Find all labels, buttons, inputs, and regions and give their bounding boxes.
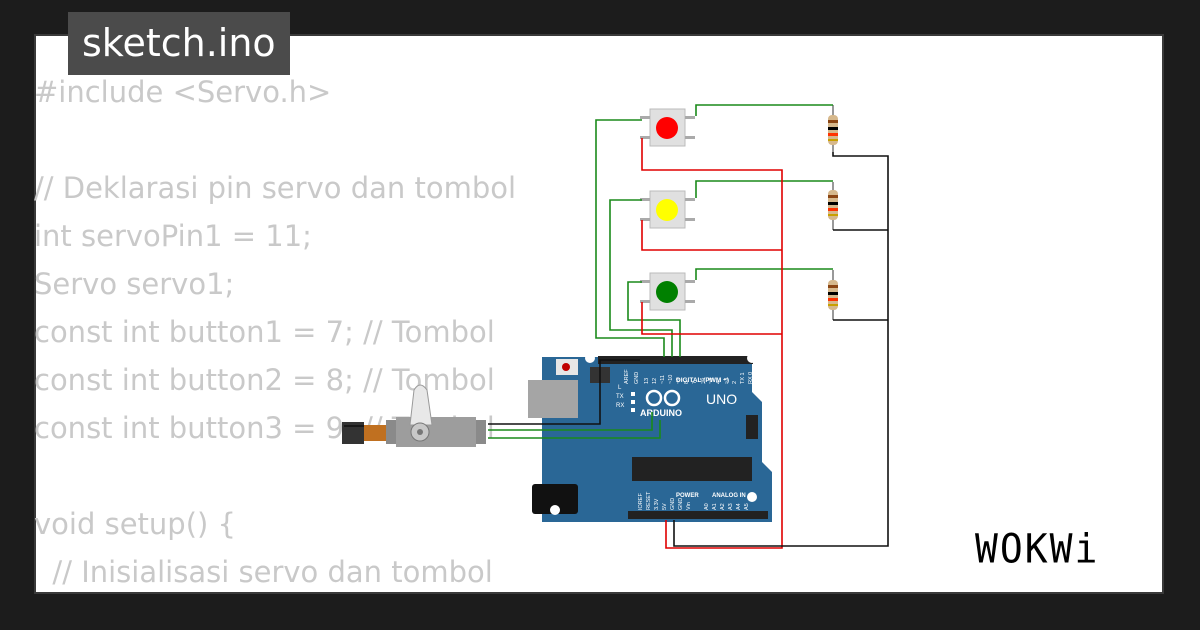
resistor-2[interactable] <box>828 182 838 230</box>
power-label: POWER <box>676 493 699 499</box>
pin-label: TX 1 <box>740 372 746 384</box>
digital-header <box>598 356 753 364</box>
button-cap <box>656 117 678 139</box>
analog-pin-label: A0 <box>704 503 710 510</box>
resistor-3[interactable] <box>828 270 838 320</box>
analog-pin-label: A4 <box>736 503 742 510</box>
power-pin-label: GND <box>670 498 676 510</box>
arduino-infinity-icon <box>645 389 681 407</box>
analog-pin-label: A1 <box>712 503 718 510</box>
on-label: ON <box>768 406 777 412</box>
board-model-label: UNO <box>706 391 737 407</box>
power-pin-label: Vin <box>686 502 692 510</box>
code-line: Servo servo1; <box>34 267 235 301</box>
resistor-1[interactable] <box>828 105 838 152</box>
pin-label: 4 <box>716 381 722 384</box>
servo-motor[interactable] <box>342 384 486 447</box>
power-analog-header <box>628 511 768 519</box>
code-line: const int button1 = 7; // Tombol <box>34 315 495 349</box>
power-jack <box>532 484 578 514</box>
servo-horn <box>409 384 433 426</box>
power-pin-label: GND <box>678 498 684 510</box>
analog-pin-label: A5 <box>744 503 750 510</box>
code-line: // Inisialisasi servo dan tombol <box>34 555 493 589</box>
analog-label: ANALOG IN <box>712 493 746 499</box>
power-pin-label: IOREF <box>638 493 644 510</box>
pushbutton-green[interactable] <box>640 272 695 311</box>
l-label: L <box>618 385 622 391</box>
pin-label: ~11 <box>660 375 666 384</box>
power-pin-label: RESET <box>646 491 652 510</box>
power-pin-label: 3.3V <box>654 498 660 510</box>
gnd-label: GND <box>634 372 640 384</box>
digital-label: DIGITAL (PWM ~) <box>676 377 729 384</box>
atmega-chip <box>632 457 752 481</box>
code-line: const int button2 = 8; // Tombol <box>34 363 495 397</box>
pin-label: ~6 <box>700 378 706 384</box>
rx-label: RX <box>616 403 624 409</box>
analog-pin-label: A2 <box>720 503 726 510</box>
wokwi-logo: WOKWi <box>975 525 1100 573</box>
button-cap <box>656 281 678 303</box>
pushbutton-yellow[interactable] <box>640 190 695 229</box>
wires-green <box>488 104 833 439</box>
power-pin-label: 5V <box>662 503 668 510</box>
pushbutton-red[interactable] <box>640 108 695 147</box>
pin-label: RX 0 <box>748 372 754 384</box>
code-line: // Deklarasi pin servo dan tombol <box>34 171 517 205</box>
pin-label: 7 <box>692 381 698 384</box>
code-line: void setup() { <box>34 507 236 541</box>
pin-label: 8 <box>684 381 690 384</box>
pin-label: ~10 <box>668 375 674 384</box>
aref-label: AREF <box>624 369 630 384</box>
code-line: int servoPin1 = 11; <box>34 219 312 253</box>
wires-red <box>641 138 783 549</box>
pin-label: 13 <box>644 378 650 384</box>
file-tab[interactable]: sketch.ino <box>68 12 290 75</box>
analog-pin-label: A3 <box>728 503 734 510</box>
code-line: #include <Servo.h> <box>34 75 332 109</box>
pin-label: ~9 <box>676 378 682 384</box>
usb-port <box>528 380 578 418</box>
board-brand-label: ARDUINO <box>640 408 682 418</box>
pin-label: ~5 <box>708 378 714 384</box>
button-cap <box>656 199 678 221</box>
tx-label: TX <box>616 394 624 400</box>
pin-label: 2 <box>732 381 738 384</box>
pin-label: ~3 <box>724 378 730 384</box>
code-editor[interactable]: #include <Servo.h> // Deklarasi pin serv… <box>34 68 516 596</box>
wires-black <box>344 152 889 547</box>
pin-label: 12 <box>652 378 658 384</box>
